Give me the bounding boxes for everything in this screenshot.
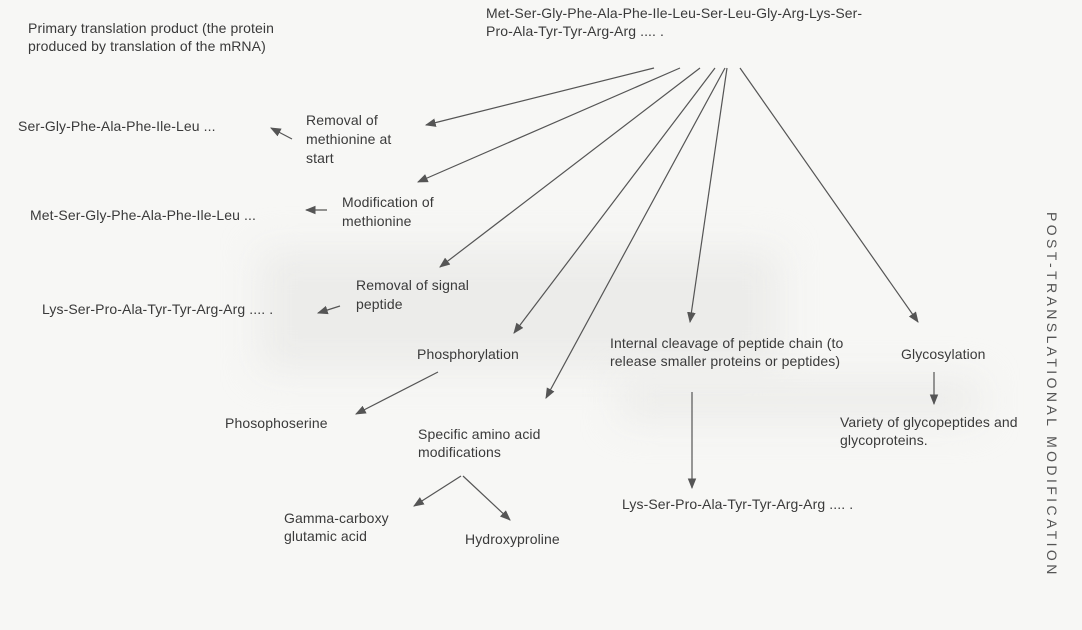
removal-methionine-result: Ser-Gly-Phe-Ala-Phe-Ile-Leu ... bbox=[18, 118, 216, 134]
glycosylation-result: glycoproteins. bbox=[840, 432, 928, 448]
modification-methionine-result: Met-Ser-Gly-Phe-Ala-Phe-Ile-Leu ... bbox=[30, 207, 257, 223]
arrow-to-hydroxyproline bbox=[462, 475, 511, 521]
internal-cleavage-label: Internal cleavage of peptide chain (to bbox=[610, 335, 844, 351]
arrow-removal-methionine-result bbox=[270, 127, 293, 140]
removal-methionine-label: start bbox=[306, 150, 334, 166]
signal-peptide-label: Removal of signal bbox=[356, 277, 469, 293]
signal-peptide-label: peptide bbox=[356, 296, 403, 312]
primary-description: produced by translation of the mRNA) bbox=[28, 38, 266, 54]
primary-description: Primary translation product (the protein bbox=[28, 20, 274, 36]
removal-methionine-label: Removal of bbox=[306, 112, 378, 128]
gamma-carboxy-result: glutamic acid bbox=[284, 528, 368, 544]
arrow-signal-peptide-result bbox=[316, 305, 341, 315]
primary-sequence: Pro-Ala-Tyr-Tyr-Arg-Arg .... . bbox=[486, 23, 665, 39]
arrow-to-signal-peptide bbox=[439, 67, 701, 268]
specific-modifications-label: modifications bbox=[418, 444, 502, 460]
removal-methionine-label: methionine at bbox=[306, 131, 392, 147]
arrow-to-internal-cleavage bbox=[687, 67, 728, 324]
arrow-to-phosphorylation bbox=[513, 67, 716, 334]
arrow-to-specific-modifications bbox=[545, 67, 726, 399]
primary-sequence: Met-Ser-Gly-Phe-Ala-Phe-Ile-Leu-Ser-Leu-… bbox=[486, 5, 863, 21]
arrow-to-modification-methionine bbox=[417, 67, 681, 183]
hydroxyproline-result: Hydroxyproline bbox=[465, 531, 560, 547]
phosphorylation-result: Phosophoserine bbox=[225, 415, 328, 431]
scan-shading bbox=[620, 380, 980, 420]
modification-methionine-label: methionine bbox=[342, 213, 412, 229]
internal-cleavage-result: Lys-Ser-Pro-Ala-Tyr-Tyr-Arg-Arg .... . bbox=[622, 496, 854, 512]
gamma-carboxy-result: Gamma-carboxy bbox=[284, 510, 389, 526]
glycosylation-label: Glycosylation bbox=[901, 346, 986, 362]
internal-cleavage-label: release smaller proteins or peptides) bbox=[610, 353, 841, 369]
signal-peptide-result: Lys-Ser-Pro-Ala-Tyr-Tyr-Arg-Arg .... . bbox=[42, 301, 274, 317]
arrow-phosphorylation-result bbox=[355, 371, 439, 415]
scan-shading bbox=[260, 250, 780, 370]
arrow-to-removal-methionine bbox=[424, 67, 655, 127]
modification-methionine-label: Modification of bbox=[342, 194, 434, 210]
arrow-to-gamma-carboxy bbox=[413, 475, 462, 507]
specific-modifications-label: Specific amino acid bbox=[418, 426, 541, 442]
side-title: POST-TRANSLATIONAL MODIFICATION bbox=[1044, 212, 1060, 578]
glycosylation-result: Variety of glycopeptides and bbox=[840, 414, 1018, 430]
phosphorylation-label: Phosphorylation bbox=[417, 346, 519, 362]
arrow-to-glycosylation bbox=[739, 67, 919, 323]
